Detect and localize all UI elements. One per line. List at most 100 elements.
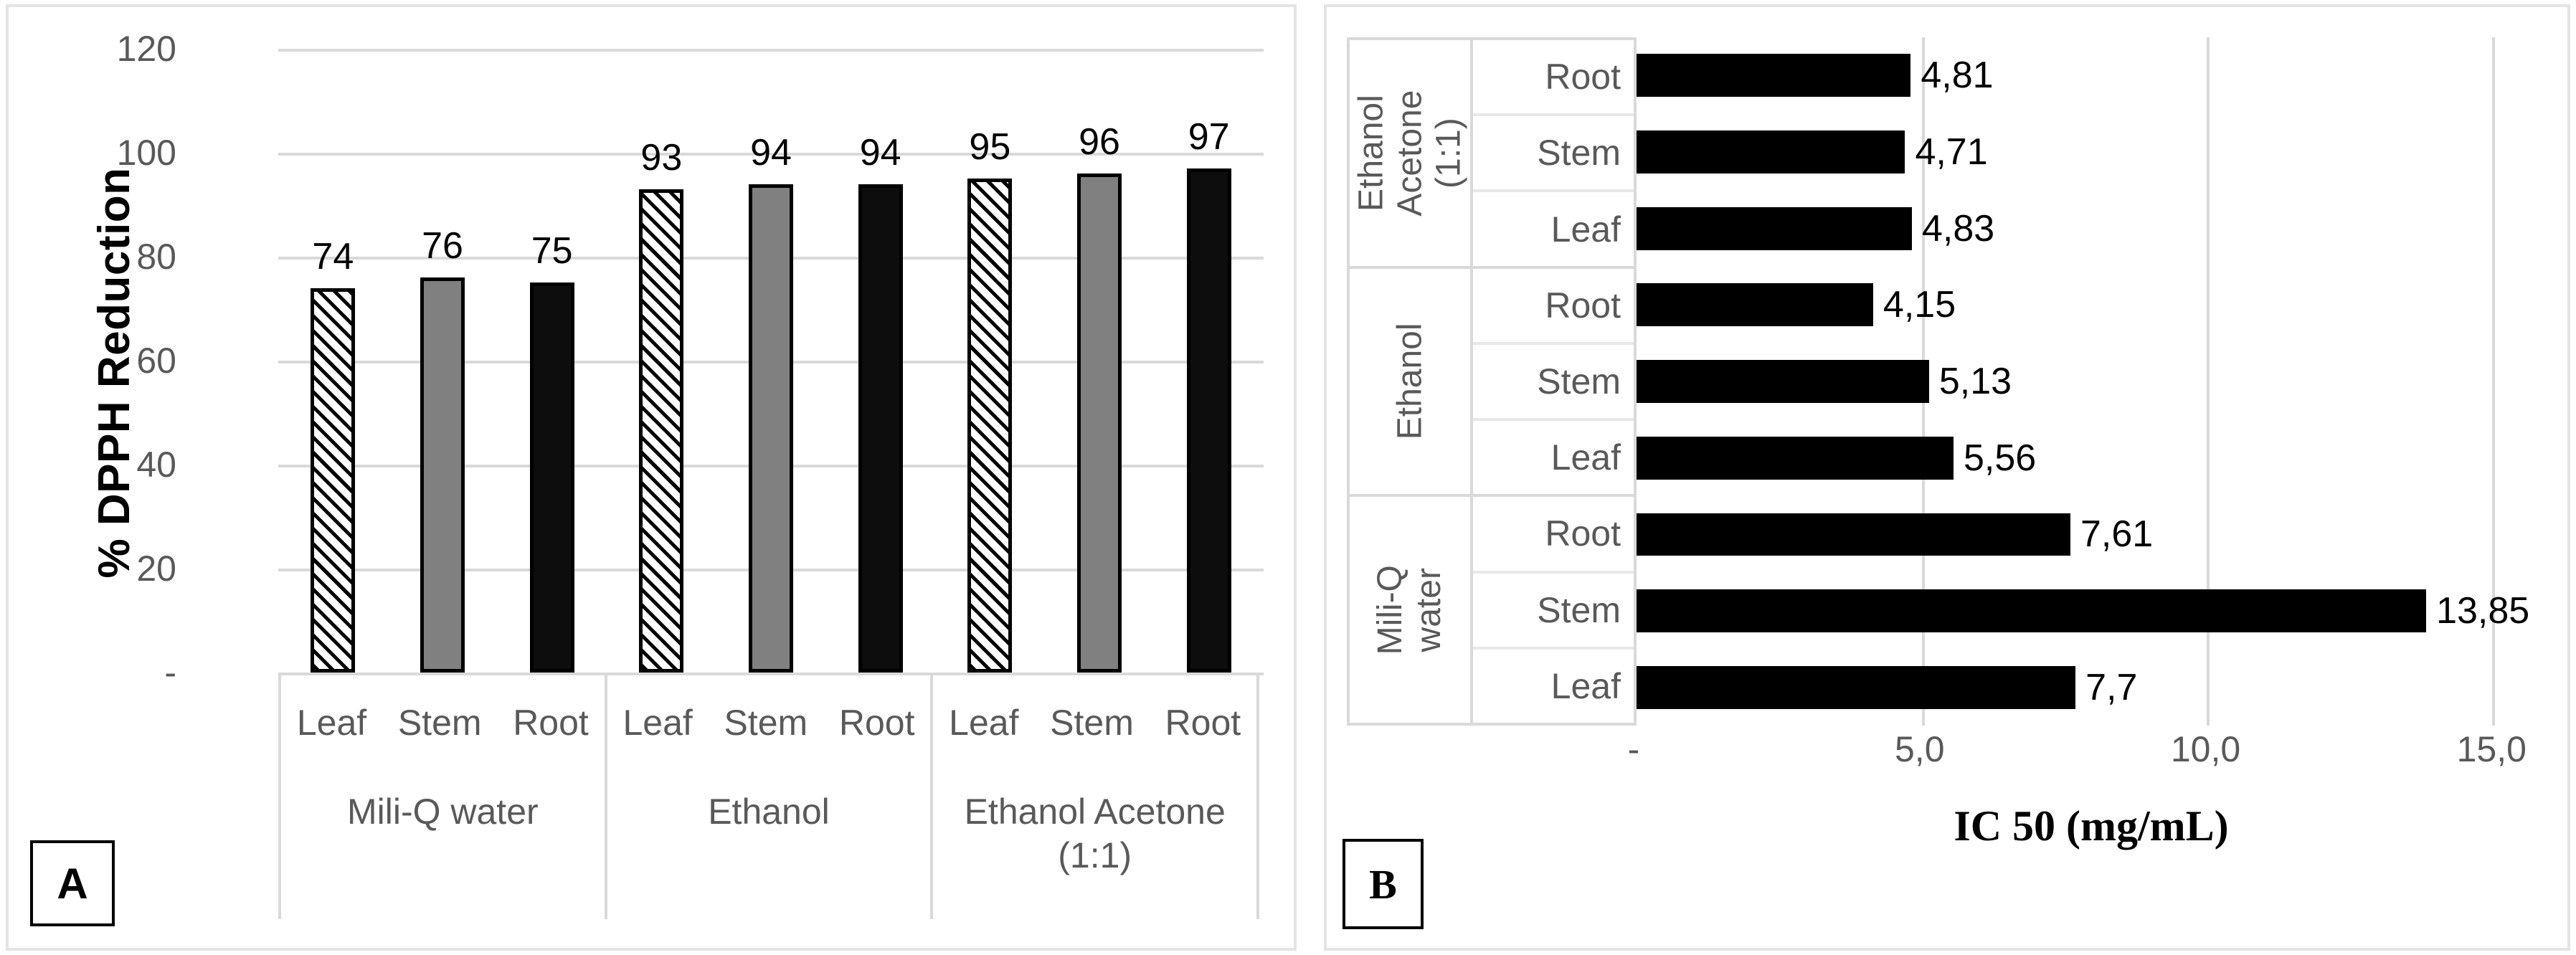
panel-b-tissue-label: Root [1473, 497, 1634, 574]
panel-b-tissue-label: Leaf [1550, 209, 1621, 250]
panel-b-bar-root[interactable] [1637, 54, 1911, 98]
panel-b-tissue-label: Root [1473, 269, 1634, 345]
panel-b-bar-leaf[interactable] [1637, 436, 1954, 480]
panel-a-bar-root[interactable] [858, 184, 903, 673]
panel-a-solvent-label: Ethanol [708, 792, 830, 832]
panel-b-bar-row: 7,61 [1637, 496, 2549, 573]
panel-b-tissue-label: Leaf [1550, 665, 1621, 706]
panel-a-bar-leaf[interactable] [311, 288, 356, 673]
panel-b-tag: B [1343, 839, 1424, 929]
panel-a-bar-leaf[interactable] [639, 189, 684, 673]
panel-a-solvent-label: Mili-Q water [346, 792, 539, 832]
panel-a-value-label: 94 [750, 131, 792, 174]
panel-a-y-tick: 120 [116, 29, 176, 69]
panel-a-y-tick: 20 [136, 548, 176, 589]
panel-a-tissue-label: Stem [724, 703, 808, 743]
panel-a-bar-root[interactable] [529, 282, 574, 673]
panel-b-bar-row: 5,56 [1637, 419, 2549, 496]
panel-b-value-label: 7,7 [2085, 666, 2138, 708]
panel-b-x-tick: 5,0 [1894, 729, 1945, 769]
panel-b-value-label: 5,13 [1938, 361, 2012, 403]
panel-a-y-tick: 100 [116, 133, 176, 173]
panel-b-tissue-label: Stem [1473, 116, 1634, 193]
panel-b-value-label: 4,83 [1921, 207, 1995, 250]
panel-b-x-tick: 10,0 [2170, 729, 2241, 769]
panel-a-tissue-label: Root [513, 703, 589, 743]
panel-a-bar-root[interactable] [1186, 168, 1231, 673]
gridline [278, 673, 1264, 675]
panel-a-bar-stem[interactable] [1076, 174, 1122, 673]
panel-a-bar-cell: 75 [529, 49, 574, 673]
panel-b-bar-stem[interactable] [1637, 360, 1929, 403]
panel-b-x-tick: - [1627, 729, 1640, 769]
panel-a-value-label: 96 [1079, 121, 1120, 163]
panel-a-value-label: 74 [312, 235, 354, 277]
gridline [278, 153, 1264, 156]
panel-a-value-label: 97 [1188, 115, 1230, 158]
panel-b-bar-row: 4,71 [1637, 114, 2549, 191]
panel-a-y-tick: - [164, 652, 176, 693]
panel-a-bar-cell: 96 [1076, 49, 1122, 673]
panel-b-bar-row: 4,81 [1637, 37, 2549, 114]
panel-a-tissue-label: Stem [1050, 703, 1134, 743]
panel-a-bar-stem[interactable] [748, 184, 793, 673]
panel-a-bar-cell: 94 [858, 49, 903, 673]
panel-a-bar-leaf[interactable] [967, 179, 1013, 673]
panel-b-x-tick: 15,0 [2456, 729, 2527, 769]
panel-b-x-tick-labels: - 5,0 10,0 15,0 [1628, 728, 2549, 783]
panel-b-bar-stem[interactable] [1637, 589, 2427, 632]
panel-b-bar-root[interactable] [1637, 513, 2070, 556]
panel-a-bar-group: 93 94 94 [607, 49, 935, 673]
panel-b-bar-leaf[interactable] [1637, 665, 2076, 709]
panel-a-y-tick: 80 [136, 237, 176, 277]
panel-a-bar-cell: 74 [311, 49, 356, 673]
gridline [2491, 37, 2495, 726]
panel-b-value-label: 4,15 [1883, 284, 1956, 326]
panel-b-tissue-label: Stem [1473, 345, 1634, 422]
panel-a-bar-stem[interactable] [420, 277, 465, 673]
panel-b-bar-leaf[interactable] [1637, 206, 1912, 250]
gridline [278, 49, 1264, 52]
panel-b-bar-root[interactable] [1637, 283, 1873, 327]
panel-a-value-label: 76 [422, 225, 463, 267]
panel-a-tissue-label: Stem [397, 703, 482, 743]
panel-b-value-label: 7,61 [2080, 513, 2154, 556]
panel-b-x-axis-title: IC 50 (mg/mL) [1954, 802, 2229, 850]
panel-b-bar-row: 4,83 [1637, 190, 2549, 267]
panel-b-value-label: 4,81 [1921, 54, 1994, 97]
panel-a-value-label: 94 [859, 131, 901, 174]
panel-b-value-label: 4,71 [1915, 131, 1988, 173]
panel-a-value-label: 75 [531, 230, 573, 272]
panel-b-bar-row: 4,15 [1637, 267, 2549, 343]
panel-b-bar-row: 5,13 [1637, 343, 2549, 420]
panel-b-bar-stem[interactable] [1637, 130, 1905, 174]
panel-a-tissue-label: Leaf [622, 703, 693, 743]
panel-a-value-label: 93 [640, 136, 683, 179]
